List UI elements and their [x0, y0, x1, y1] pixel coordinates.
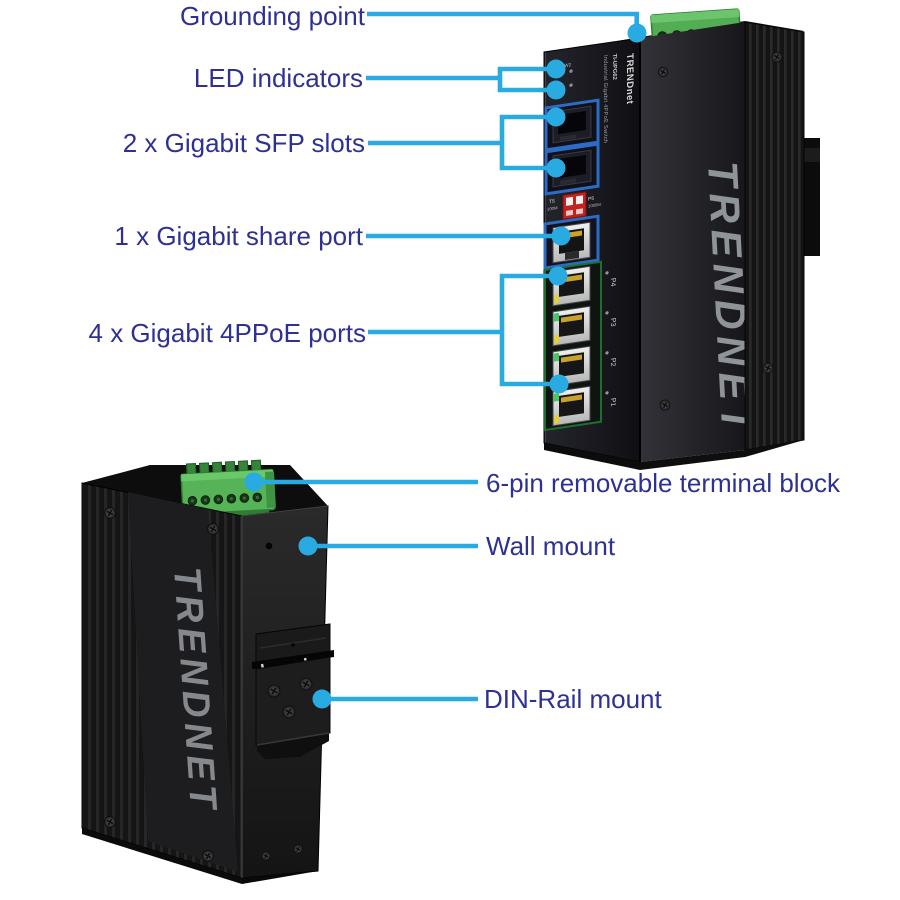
callout-line-poe: [368, 273, 552, 387]
panel-brand-text: TRENDnet: [624, 53, 635, 106]
dip-label-right-top: P5: [588, 196, 594, 203]
poe-port-2: [552, 345, 591, 387]
port-label-p3: P3: [609, 318, 616, 328]
callout-dots: [244, 23, 647, 709]
callout-line-grounding: [367, 11, 639, 31]
dip-label-left-top: T5: [549, 199, 555, 206]
poe-port-3: [552, 305, 591, 347]
rear-view-device: TRENDNET: [81, 459, 334, 884]
callout-label-share-port: 1 x Gigabit share port: [114, 221, 363, 251]
port-label-p4: P4: [609, 278, 616, 288]
dip-label-left-bottom: 100M: [547, 205, 558, 212]
callout-label-sfp-slots: 2 x Gigabit SFP slots: [122, 128, 365, 158]
callout-label-grounding-point: Grounding point: [179, 1, 365, 31]
front-view-device: PW1 PW2 Industrial Gigabit 4PPoE Switch …: [543, 8, 820, 470]
port-label-p2: P2: [609, 358, 616, 368]
callout-label-poe-ports: 4 x Gigabit 4PPoE ports: [88, 318, 366, 348]
gigabit-share-port: [543, 214, 600, 270]
port-label-p1: P1: [609, 398, 616, 408]
poe-port-1: [552, 385, 591, 427]
dip-label-right-bottom: 1000M: [588, 202, 601, 209]
din-rail-bracket: [252, 623, 334, 759]
sfp-slot-2: [544, 142, 600, 196]
callout-line-sfp: [368, 114, 549, 171]
callout-label-din-rail: DIN-Rail mount: [484, 684, 662, 714]
callout-line-led: [366, 66, 550, 93]
callout-label-terminal-block: 6-pin removable terminal block: [486, 468, 841, 498]
callout-label-wall-mount: Wall mount: [486, 531, 616, 561]
callout-label-led-indicators: LED indicators: [193, 63, 363, 93]
panel-model-text: TI-UPG62: [611, 53, 617, 81]
panel-description-text: Industrial Gigabit 4PPoE Switch: [602, 55, 608, 144]
dip-switch: T5 100M P5 1000M: [547, 191, 601, 220]
